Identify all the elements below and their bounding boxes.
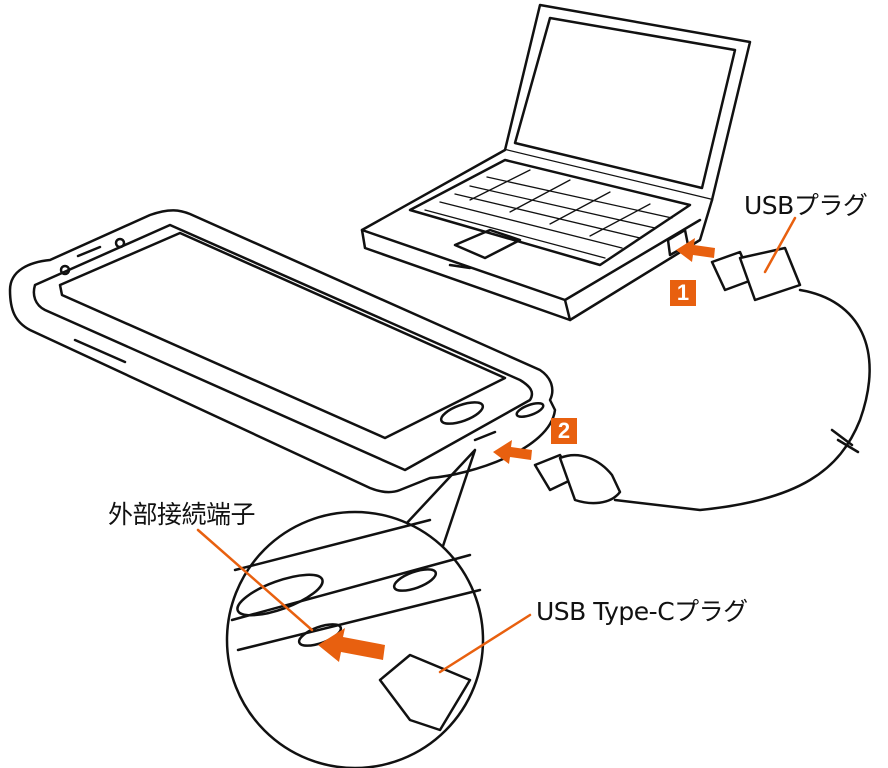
- usb-typec-plug-label: USB Type-Cプラグ: [536, 597, 748, 626]
- step-1-badge: 1: [670, 280, 696, 306]
- external-port-label: 外部接続端子: [108, 500, 256, 529]
- leader-lines: [196, 216, 797, 674]
- insert-arrows: [318, 238, 715, 662]
- step-2-badge: 2: [551, 418, 577, 444]
- smartphone: [8, 209, 557, 494]
- usb-a-plug: [613, 246, 871, 512]
- laptop: [360, 3, 752, 322]
- magnified-view: [225, 448, 485, 768]
- usb-typec-plug: [533, 453, 622, 505]
- usb-plug-label: USBプラグ: [744, 191, 868, 220]
